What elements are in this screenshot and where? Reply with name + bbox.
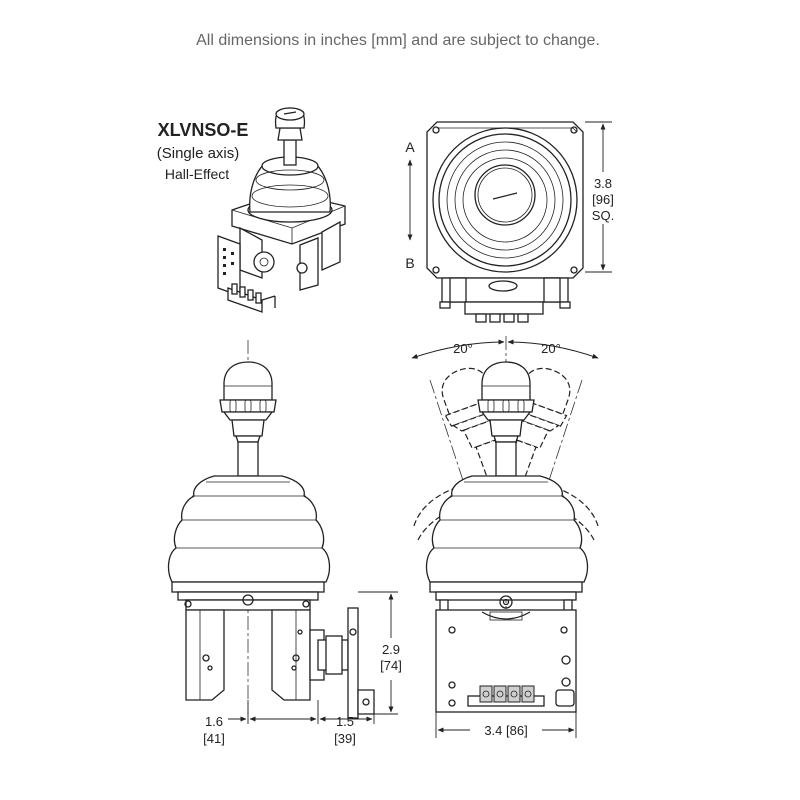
- offset-mm: [39]: [334, 731, 356, 746]
- dimensions-note: All dimensions in inches [mm] and are su…: [196, 32, 600, 49]
- axis-label: (Single axis): [157, 145, 240, 162]
- side-view-dimensions: [228, 591, 398, 724]
- front-view-drawing: [411, 336, 599, 713]
- direction-a-label: A: [405, 139, 415, 155]
- width-in: 1.6: [205, 714, 223, 729]
- height-mm: [74]: [380, 658, 402, 673]
- angle-right-label: 20°: [541, 341, 561, 356]
- isometric-joystick-illustration: [217, 107, 346, 313]
- model-title: XLVNSO-E: [158, 120, 249, 140]
- offset-in: 1.5: [336, 714, 354, 729]
- top-size-mm: [96]: [592, 192, 614, 207]
- direction-b-label: B: [405, 255, 414, 271]
- sensor-label: Hall-Effect: [165, 166, 229, 182]
- angle-left-label: 20°: [453, 341, 473, 356]
- front-width-label: 3.4 [86]: [484, 723, 527, 738]
- top-view-size-dimension: [585, 121, 612, 273]
- top-size-in: 3.8: [594, 176, 612, 191]
- top-view-drawing: [407, 121, 584, 323]
- side-view-drawing: [167, 340, 375, 719]
- width-mm: [41]: [203, 731, 225, 746]
- top-size-sq: SQ.: [592, 208, 614, 223]
- front-width-dimension: [435, 712, 577, 738]
- height-in: 2.9: [382, 642, 400, 657]
